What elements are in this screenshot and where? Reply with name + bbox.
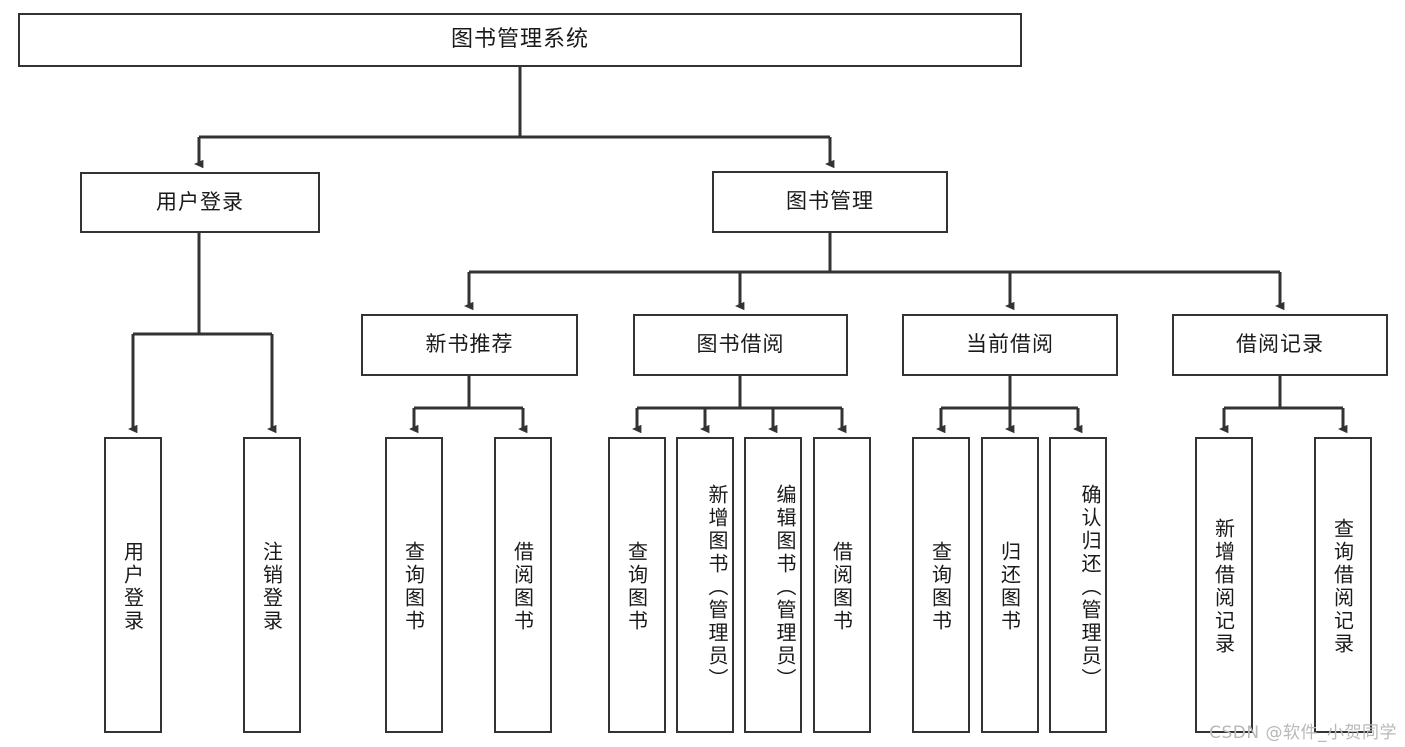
node-label: 借阅图书 (829, 541, 854, 633)
node-label: 查询图书 (401, 541, 426, 633)
node-user-login[interactable]: 用户登录 (80, 172, 320, 233)
node-root-book-management-system[interactable]: 图书管理系统 (18, 13, 1022, 67)
watermark-text: CSDN @软件_小贺同学 (1209, 723, 1397, 743)
node-book-borrow[interactable]: 图书借阅 (633, 314, 848, 376)
node-label: 用户登录 (156, 189, 244, 214)
node-label: 编辑图书（管理员） (773, 483, 797, 691)
node-label: 当前借阅 (966, 332, 1054, 357)
node-label: 图书管理 (786, 189, 874, 214)
node-label: 借阅图书 (510, 541, 535, 633)
node-leaf-return-book[interactable]: 归还图书 (981, 437, 1039, 733)
node-borrow-record[interactable]: 借阅记录 (1172, 314, 1388, 376)
node-label: 查询借阅记录 (1330, 518, 1355, 656)
node-leaf-borrow-book-recommend[interactable]: 借阅图书 (494, 437, 552, 733)
node-label: 图书借阅 (696, 332, 785, 357)
node-leaf-query-book-recommend[interactable]: 查询图书 (385, 437, 443, 733)
node-label: 新增借阅记录 (1211, 518, 1236, 656)
node-leaf-confirm-return-admin[interactable]: 确认归还（管理员） (1049, 437, 1107, 733)
node-leaf-query-book-current[interactable]: 查询图书 (912, 437, 970, 733)
node-label: 查询图书 (624, 541, 649, 633)
node-label: 图书管理系统 (450, 26, 589, 52)
node-label: 新增图书（管理员） (705, 483, 729, 691)
node-new-book-recommend[interactable]: 新书推荐 (361, 314, 578, 376)
node-leaf-add-book-admin[interactable]: 新增图书（管理员） (676, 437, 734, 733)
node-label: 注销登录 (259, 541, 284, 633)
node-leaf-edit-book-admin[interactable]: 编辑图书（管理员） (744, 437, 802, 733)
node-leaf-query-book-borrow[interactable]: 查询图书 (608, 437, 666, 733)
node-leaf-add-borrow-record[interactable]: 新增借阅记录 (1195, 437, 1253, 733)
node-label: 借阅记录 (1236, 332, 1324, 357)
node-leaf-borrow-book-borrow[interactable]: 借阅图书 (813, 437, 871, 733)
node-label: 确认归还（管理员） (1078, 483, 1102, 691)
node-label: 查询图书 (928, 541, 953, 633)
node-book-management[interactable]: 图书管理 (712, 171, 948, 233)
node-leaf-query-borrow-record[interactable]: 查询借阅记录 (1314, 437, 1372, 733)
node-label: 新书推荐 (425, 332, 514, 357)
node-leaf-logout-login[interactable]: 注销登录 (243, 437, 301, 733)
node-label: 归还图书 (997, 541, 1022, 633)
node-label: 用户登录 (120, 541, 145, 633)
node-current-borrow[interactable]: 当前借阅 (902, 314, 1118, 376)
node-leaf-user-login[interactable]: 用户登录 (104, 437, 162, 733)
